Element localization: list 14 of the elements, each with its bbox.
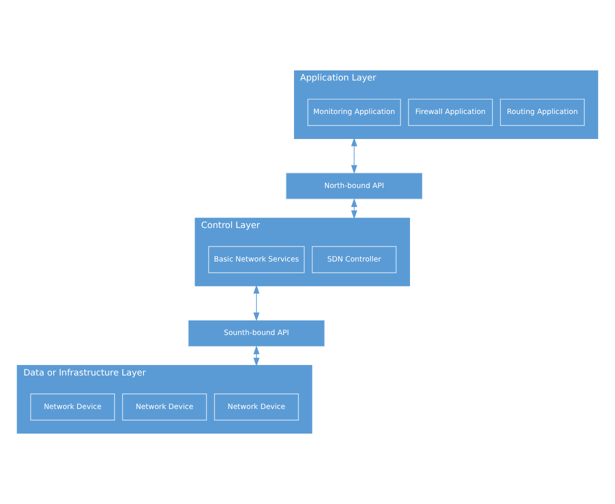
node-box: Firewall Application: [408, 98, 493, 126]
arrow: [253, 284, 260, 322]
node-box: Sounth-bound API: [188, 320, 325, 347]
node-box: Network Device: [214, 394, 299, 420]
node-box: Network Device: [122, 394, 207, 420]
arrow: [351, 198, 358, 220]
arrow: [351, 137, 358, 174]
node-box: Monitoring Application: [308, 98, 401, 126]
node-box: Basic Network Services: [208, 246, 305, 274]
arrow: [253, 346, 260, 367]
node-box: Routing Application: [500, 98, 585, 126]
node-box: North-bound API: [286, 172, 423, 200]
node-box: SDN Controller: [312, 246, 396, 274]
node-box: Network Device: [30, 394, 115, 420]
